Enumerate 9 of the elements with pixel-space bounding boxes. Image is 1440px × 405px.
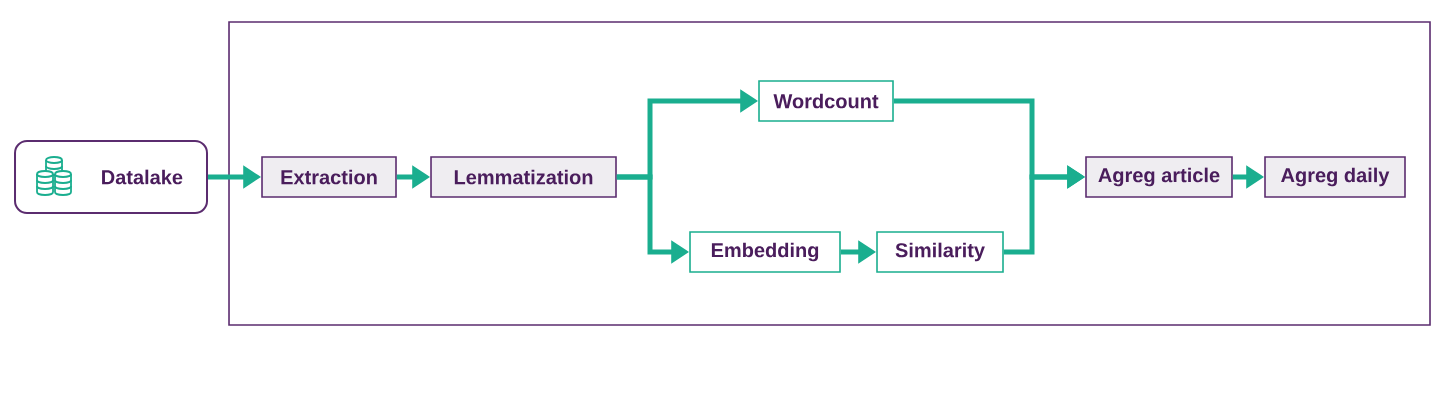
process-box: Extraction — [261, 156, 397, 198]
process-box: Embedding — [689, 231, 841, 273]
process-box: Wordcount — [758, 80, 894, 122]
process-box: Agreg daily — [1264, 156, 1406, 198]
data-store-box: Datalake — [14, 140, 208, 214]
process-box: Lemmatization — [430, 156, 617, 198]
panel-frame — [228, 21, 1431, 326]
process-box: Similarity — [876, 231, 1004, 273]
process-box: Agreg article — [1085, 156, 1233, 198]
